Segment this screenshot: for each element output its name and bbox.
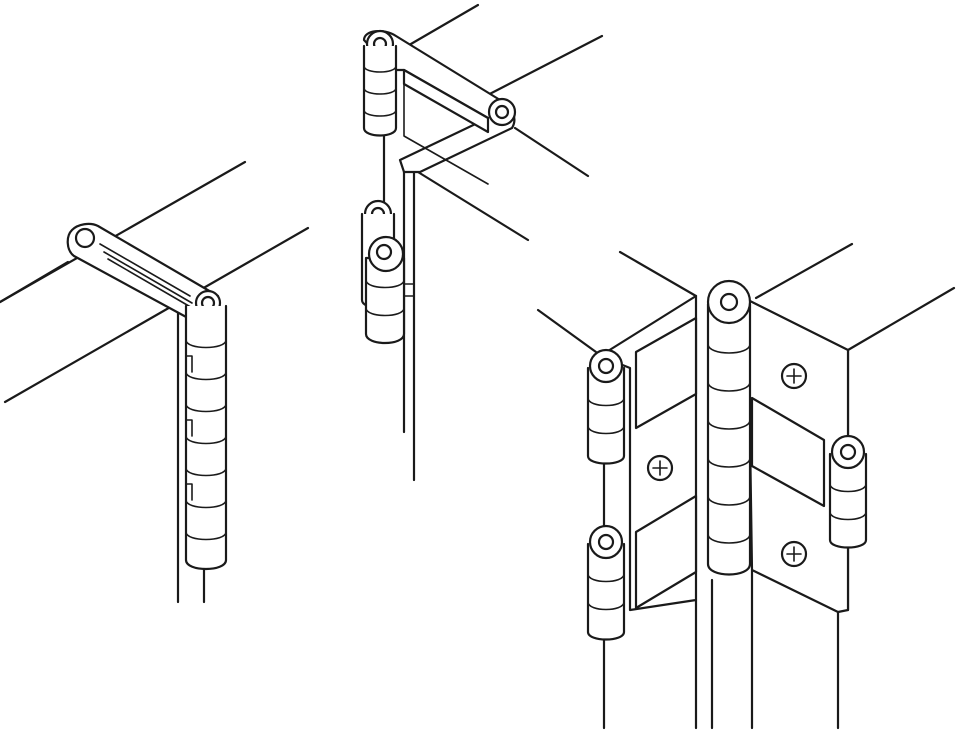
- cabinet2-top-back-edge-a: [402, 3, 480, 50]
- offset-seg-u2: [363, 87, 397, 95]
- left-pin-upper: [597, 357, 615, 375]
- left-seg-u2: [587, 425, 625, 435]
- knuckle-seg-5: [185, 467, 227, 477]
- offset-hinge-plate-edge: [403, 83, 489, 185]
- left-barrel-upper: [586, 366, 626, 465]
- center-seg-2: [707, 381, 751, 392]
- knuckle-notch-2: [185, 419, 193, 437]
- right-outer-barrel: [828, 452, 868, 549]
- offset-seg-u1: [363, 65, 397, 73]
- screw-right-lower-cross: [786, 546, 802, 562]
- cabinet3-right-back-edge: [754, 242, 854, 300]
- screw-right-upper-cross: [786, 368, 802, 384]
- cabinet2-top-front-edge: [416, 170, 530, 242]
- knuckle-seg-2: [185, 371, 227, 381]
- hinge-slot-line-b: [103, 251, 193, 304]
- knuckle-seg-6: [185, 499, 227, 509]
- right-leaf-plate: [750, 396, 826, 508]
- hinge-barrel: [184, 304, 228, 571]
- left-barrel-lower: [586, 542, 626, 641]
- offset-seg-l2: [365, 307, 405, 317]
- center-seg-4: [707, 457, 751, 468]
- figure-double-hinge: [536, 242, 956, 730]
- left-leaf-lower-plate: [634, 494, 698, 610]
- figure-offset-hinge: [360, 3, 604, 482]
- offset-pin-corner: [494, 104, 510, 120]
- left-pin-lower: [597, 533, 615, 551]
- cabinet-top-left-edge: [0, 260, 70, 304]
- offset-barrel-lower-front: [364, 256, 406, 345]
- center-barrel: [706, 302, 752, 576]
- center-seg-1: [707, 343, 751, 354]
- center-seg-5: [707, 495, 751, 506]
- knuckle-seg-7: [185, 531, 227, 541]
- left-seg-l1: [587, 573, 625, 583]
- offset-seg-l1: [365, 279, 405, 289]
- offset-pin-lower-b: [375, 243, 393, 261]
- knuckle-seg-4: [185, 435, 227, 445]
- knuckle-seg-1: [185, 339, 227, 349]
- cabinet3-left-top-edge: [536, 308, 598, 354]
- left-seg-l2: [587, 601, 625, 611]
- center-pin-top: [719, 292, 739, 312]
- left-seg-u1: [587, 397, 625, 407]
- knuckle-notch-1: [185, 355, 193, 373]
- center-seg-3: [707, 419, 751, 430]
- screw-left-cross: [652, 460, 668, 476]
- left-leaf-upper-plate: [634, 316, 698, 430]
- offset-leaf-tab: [403, 283, 415, 297]
- offset-barrel-upper: [362, 44, 398, 137]
- figure-continuous-hinge: [0, 160, 310, 604]
- cabinet3-right-top-edge: [846, 286, 956, 352]
- hinge-slot-line-a: [99, 243, 191, 297]
- hinge-pin-hole-back: [74, 227, 96, 249]
- right-outer-seg-2: [829, 511, 867, 521]
- cabinet2-top-back-edge-b: [476, 34, 604, 102]
- right-outer-pin: [839, 443, 857, 461]
- right-outer-seg-1: [829, 483, 867, 493]
- cabinet-top-front-edge: [3, 226, 310, 404]
- center-seg-6: [707, 533, 751, 544]
- offset-hinge-upper-plate: [402, 68, 490, 134]
- cabinet2-top-right-edge: [513, 126, 590, 178]
- hinge-slot-line-c: [107, 258, 195, 310]
- cabinet3-left-back-edge: [618, 250, 698, 298]
- offset-seg-u3: [363, 109, 397, 117]
- knuckle-notch-3: [185, 483, 193, 501]
- knuckle-seg-3: [185, 403, 227, 413]
